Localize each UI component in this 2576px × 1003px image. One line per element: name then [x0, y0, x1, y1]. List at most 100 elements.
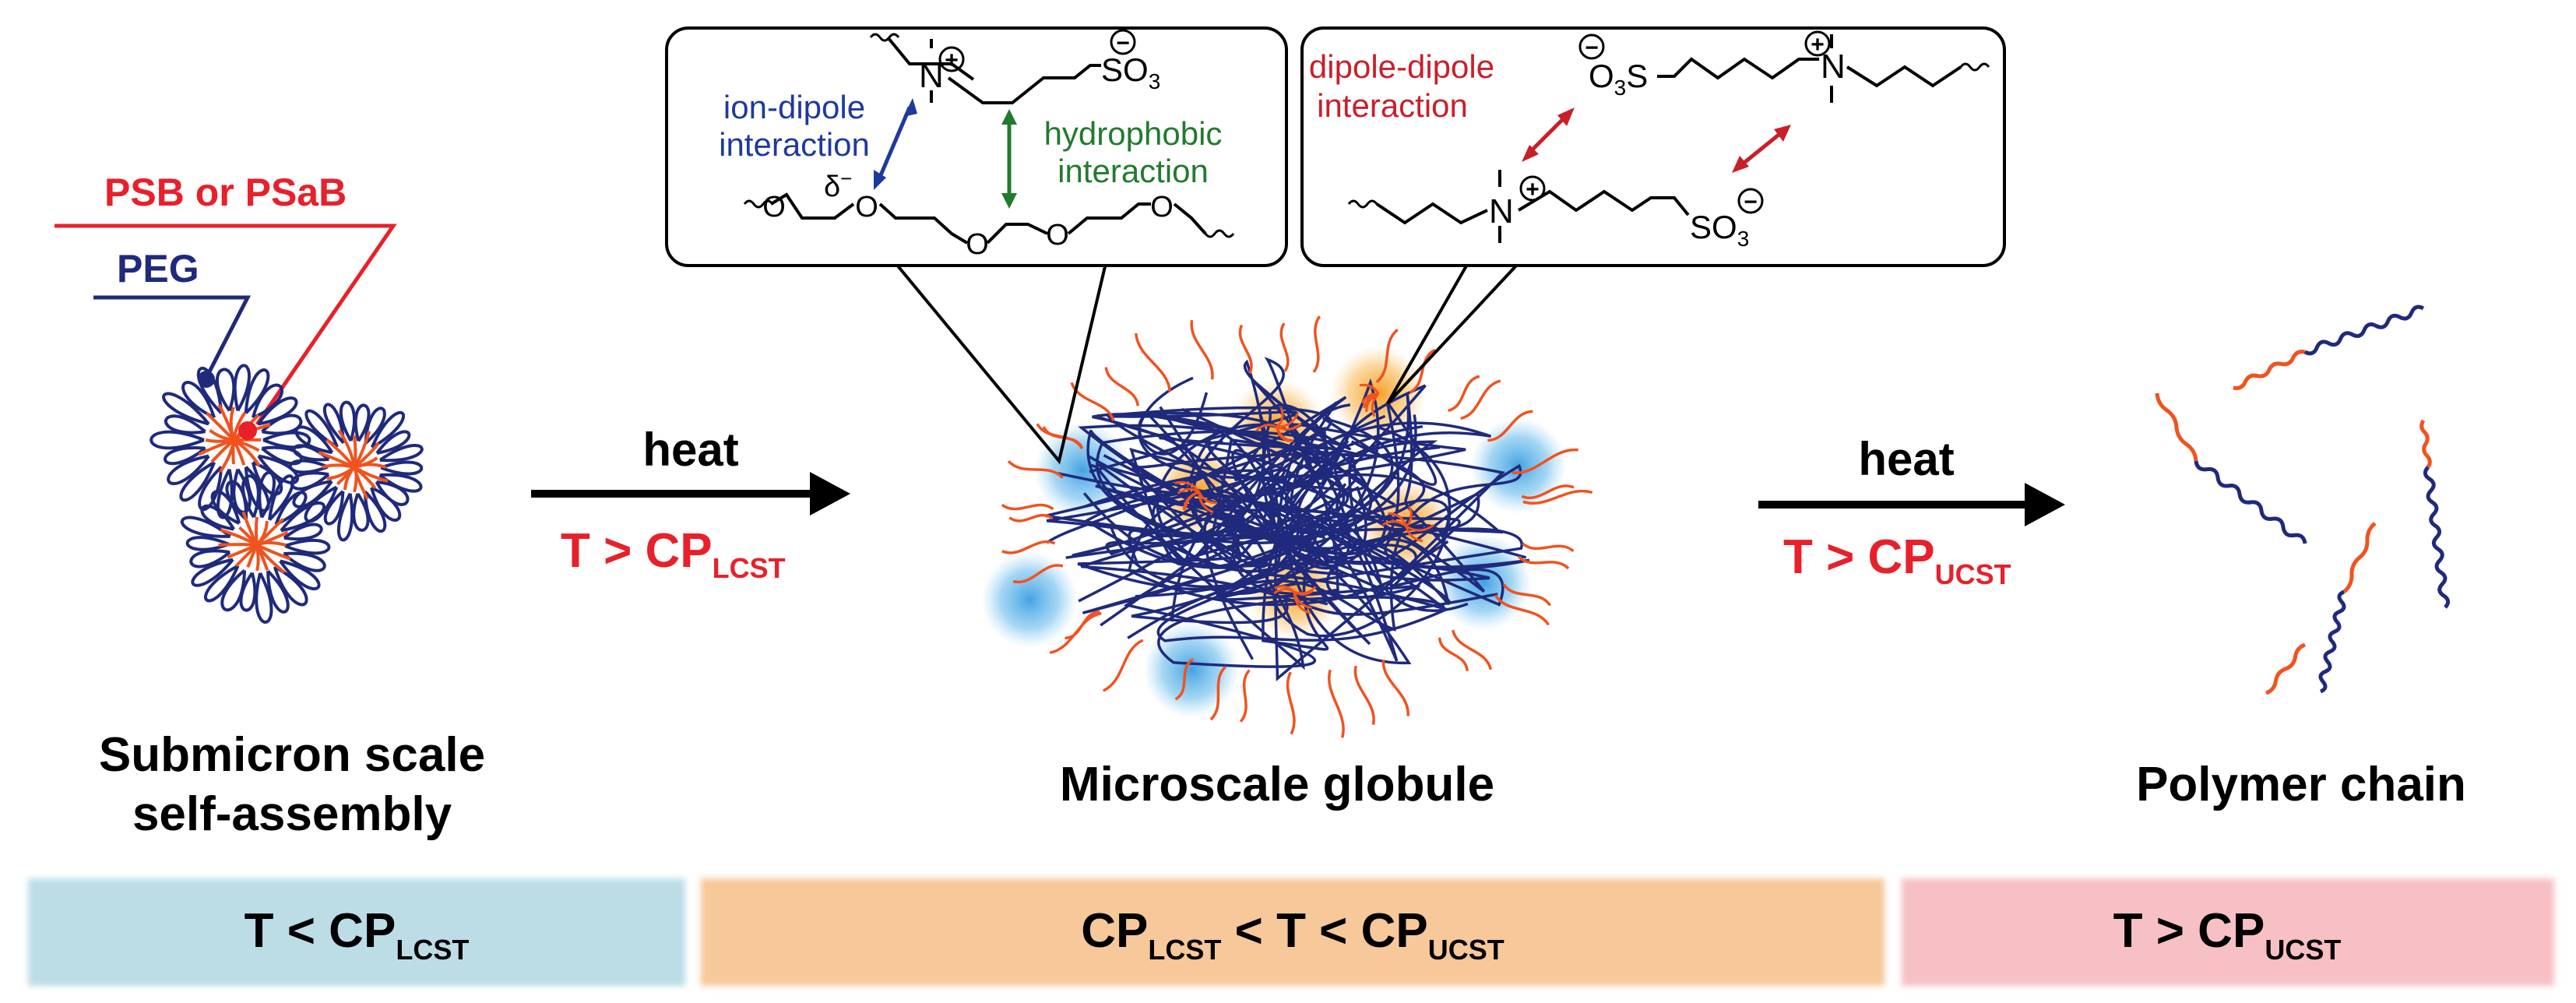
- psb-core-strand: [255, 544, 286, 574]
- plus-charge-right-bottom: +: [1519, 175, 1546, 202]
- peg-loop: [241, 474, 260, 519]
- psb-core-strand: [255, 544, 260, 572]
- micelle: [181, 470, 331, 624]
- peg-block: [2318, 589, 2346, 694]
- peg-oxygen-4: O: [1046, 219, 1069, 252]
- bar-right-panel: [1902, 878, 2554, 986]
- peg-loop: [266, 569, 290, 614]
- peg-loop: [352, 492, 370, 532]
- psb-chain-end: [1522, 489, 1593, 505]
- psb-block: [2265, 642, 2306, 695]
- peg-chain: [1267, 393, 1504, 607]
- temperature-bar: [28, 878, 2554, 986]
- bar-left-label: T < CPLCST: [245, 904, 470, 966]
- psb-chain-end: [1065, 611, 1100, 640]
- plus-charge-right-top: +: [1804, 30, 1831, 58]
- callout-left-pointer: [894, 262, 1107, 465]
- peg-loop: [304, 409, 339, 449]
- plus-sign-left: +: [945, 48, 959, 73]
- condition-label-1: T > CPLCST: [561, 524, 786, 584]
- bar-mid-a: CP: [1081, 904, 1148, 958]
- psb-core-strand: [1174, 480, 1201, 493]
- so3-right-text: SO: [1690, 209, 1737, 245]
- callout-dipole-dipole: [1300, 26, 2006, 267]
- psb-chain-end: [1001, 540, 1056, 554]
- dipole-dipole-line1: dipole-dipole: [1309, 48, 1494, 85]
- psb-core-strand: [1273, 588, 1295, 595]
- bar-left-panel: [28, 878, 685, 986]
- psb-core-strand: [1198, 491, 1214, 514]
- peg-chain: [1082, 401, 1438, 614]
- psb-leader-line: [55, 223, 397, 426]
- psb-core-strand: [1255, 424, 1278, 432]
- peg-loop: [191, 558, 234, 587]
- psb-core-strand: [1184, 491, 1200, 511]
- psb-core-strand: [1276, 422, 1302, 431]
- minus-sign-right-top: −: [1585, 35, 1599, 61]
- free-polymer-chains: [2155, 304, 2451, 695]
- peg-loop: [380, 460, 424, 476]
- psb-core-strand: [1276, 407, 1284, 428]
- psb-block: [2419, 419, 2432, 469]
- psb-chain-end: [1518, 555, 1570, 570]
- n-plus-label-right-bottom: N: [1489, 192, 1514, 231]
- psb-chain-end: [1238, 324, 1253, 375]
- peg-loop: [292, 444, 330, 462]
- psb-chain-end: [1521, 484, 1575, 499]
- stage1-label-line1: Submicron scale: [99, 728, 485, 782]
- psb-chain-end: [1494, 594, 1550, 626]
- psb-core-strand: [254, 516, 259, 546]
- callout-ion-dipole: [665, 26, 1288, 267]
- micelle: [150, 364, 311, 519]
- psb-chain-end: [1487, 410, 1533, 442]
- peg-chain: [1099, 416, 1530, 662]
- peg-loop: [267, 474, 295, 522]
- plus-sign-right-top: +: [1811, 32, 1825, 58]
- peg-loop: [181, 381, 216, 420]
- ion-dipole-line1: ion-dipole: [723, 89, 865, 125]
- delta-minus-label: δ−: [824, 167, 852, 203]
- condition-1-main: T > CP: [561, 524, 713, 578]
- psb-core-strand: [326, 466, 356, 480]
- peg-loop: [216, 468, 234, 519]
- psb-chain-end: [1312, 315, 1321, 373]
- peg-oxygen-2: O: [855, 191, 878, 223]
- peg-block: [2303, 304, 2425, 356]
- stage1-label-line2: self-assembly: [132, 787, 452, 841]
- peg-chain: [1078, 359, 1372, 622]
- psb-core-strand: [1276, 426, 1294, 443]
- peg-loop: [150, 430, 205, 450]
- psb-chain-end: [1353, 665, 1375, 725]
- heat-label-1: heat: [642, 424, 738, 476]
- bar-left-main: T < CP: [245, 904, 396, 958]
- peg-block: [2423, 466, 2451, 609]
- psb-core-strand: [353, 435, 357, 468]
- self-assembly-illustration: [55, 223, 424, 624]
- peg-loop: [255, 572, 273, 624]
- psb-core-strand: [256, 530, 289, 547]
- psb-chain-end: [1328, 669, 1345, 738]
- callout-right-pointer: [1386, 262, 1520, 405]
- so3-left-sub: 3: [1149, 69, 1161, 93]
- psb-chain-end: [1381, 659, 1409, 716]
- psb-core-strand: [354, 456, 378, 469]
- psb-core-strand: [1405, 526, 1423, 543]
- o3s-label: O3S: [1589, 58, 1648, 100]
- micelle-cluster: [150, 364, 424, 624]
- peg-loop: [164, 414, 206, 435]
- psb-chain-end: [1511, 449, 1578, 474]
- peg-loop: [204, 564, 240, 603]
- psb-chain-end: [1012, 564, 1064, 584]
- peg-chain: [1065, 401, 1367, 576]
- micelle: [288, 400, 424, 542]
- psb-chain-end: [1279, 322, 1290, 372]
- psb-chain-end: [1375, 328, 1399, 384]
- psb-chain-end: [1008, 513, 1054, 523]
- peg-loop: [167, 454, 210, 486]
- so3-label-left: SO3: [1101, 51, 1160, 93]
- heat-label-2: heat: [1858, 433, 1954, 485]
- peg-loop: [283, 523, 323, 541]
- psb-block: [2342, 522, 2377, 593]
- delta-sup: −: [840, 167, 852, 190]
- peg-chain: [1217, 424, 1523, 638]
